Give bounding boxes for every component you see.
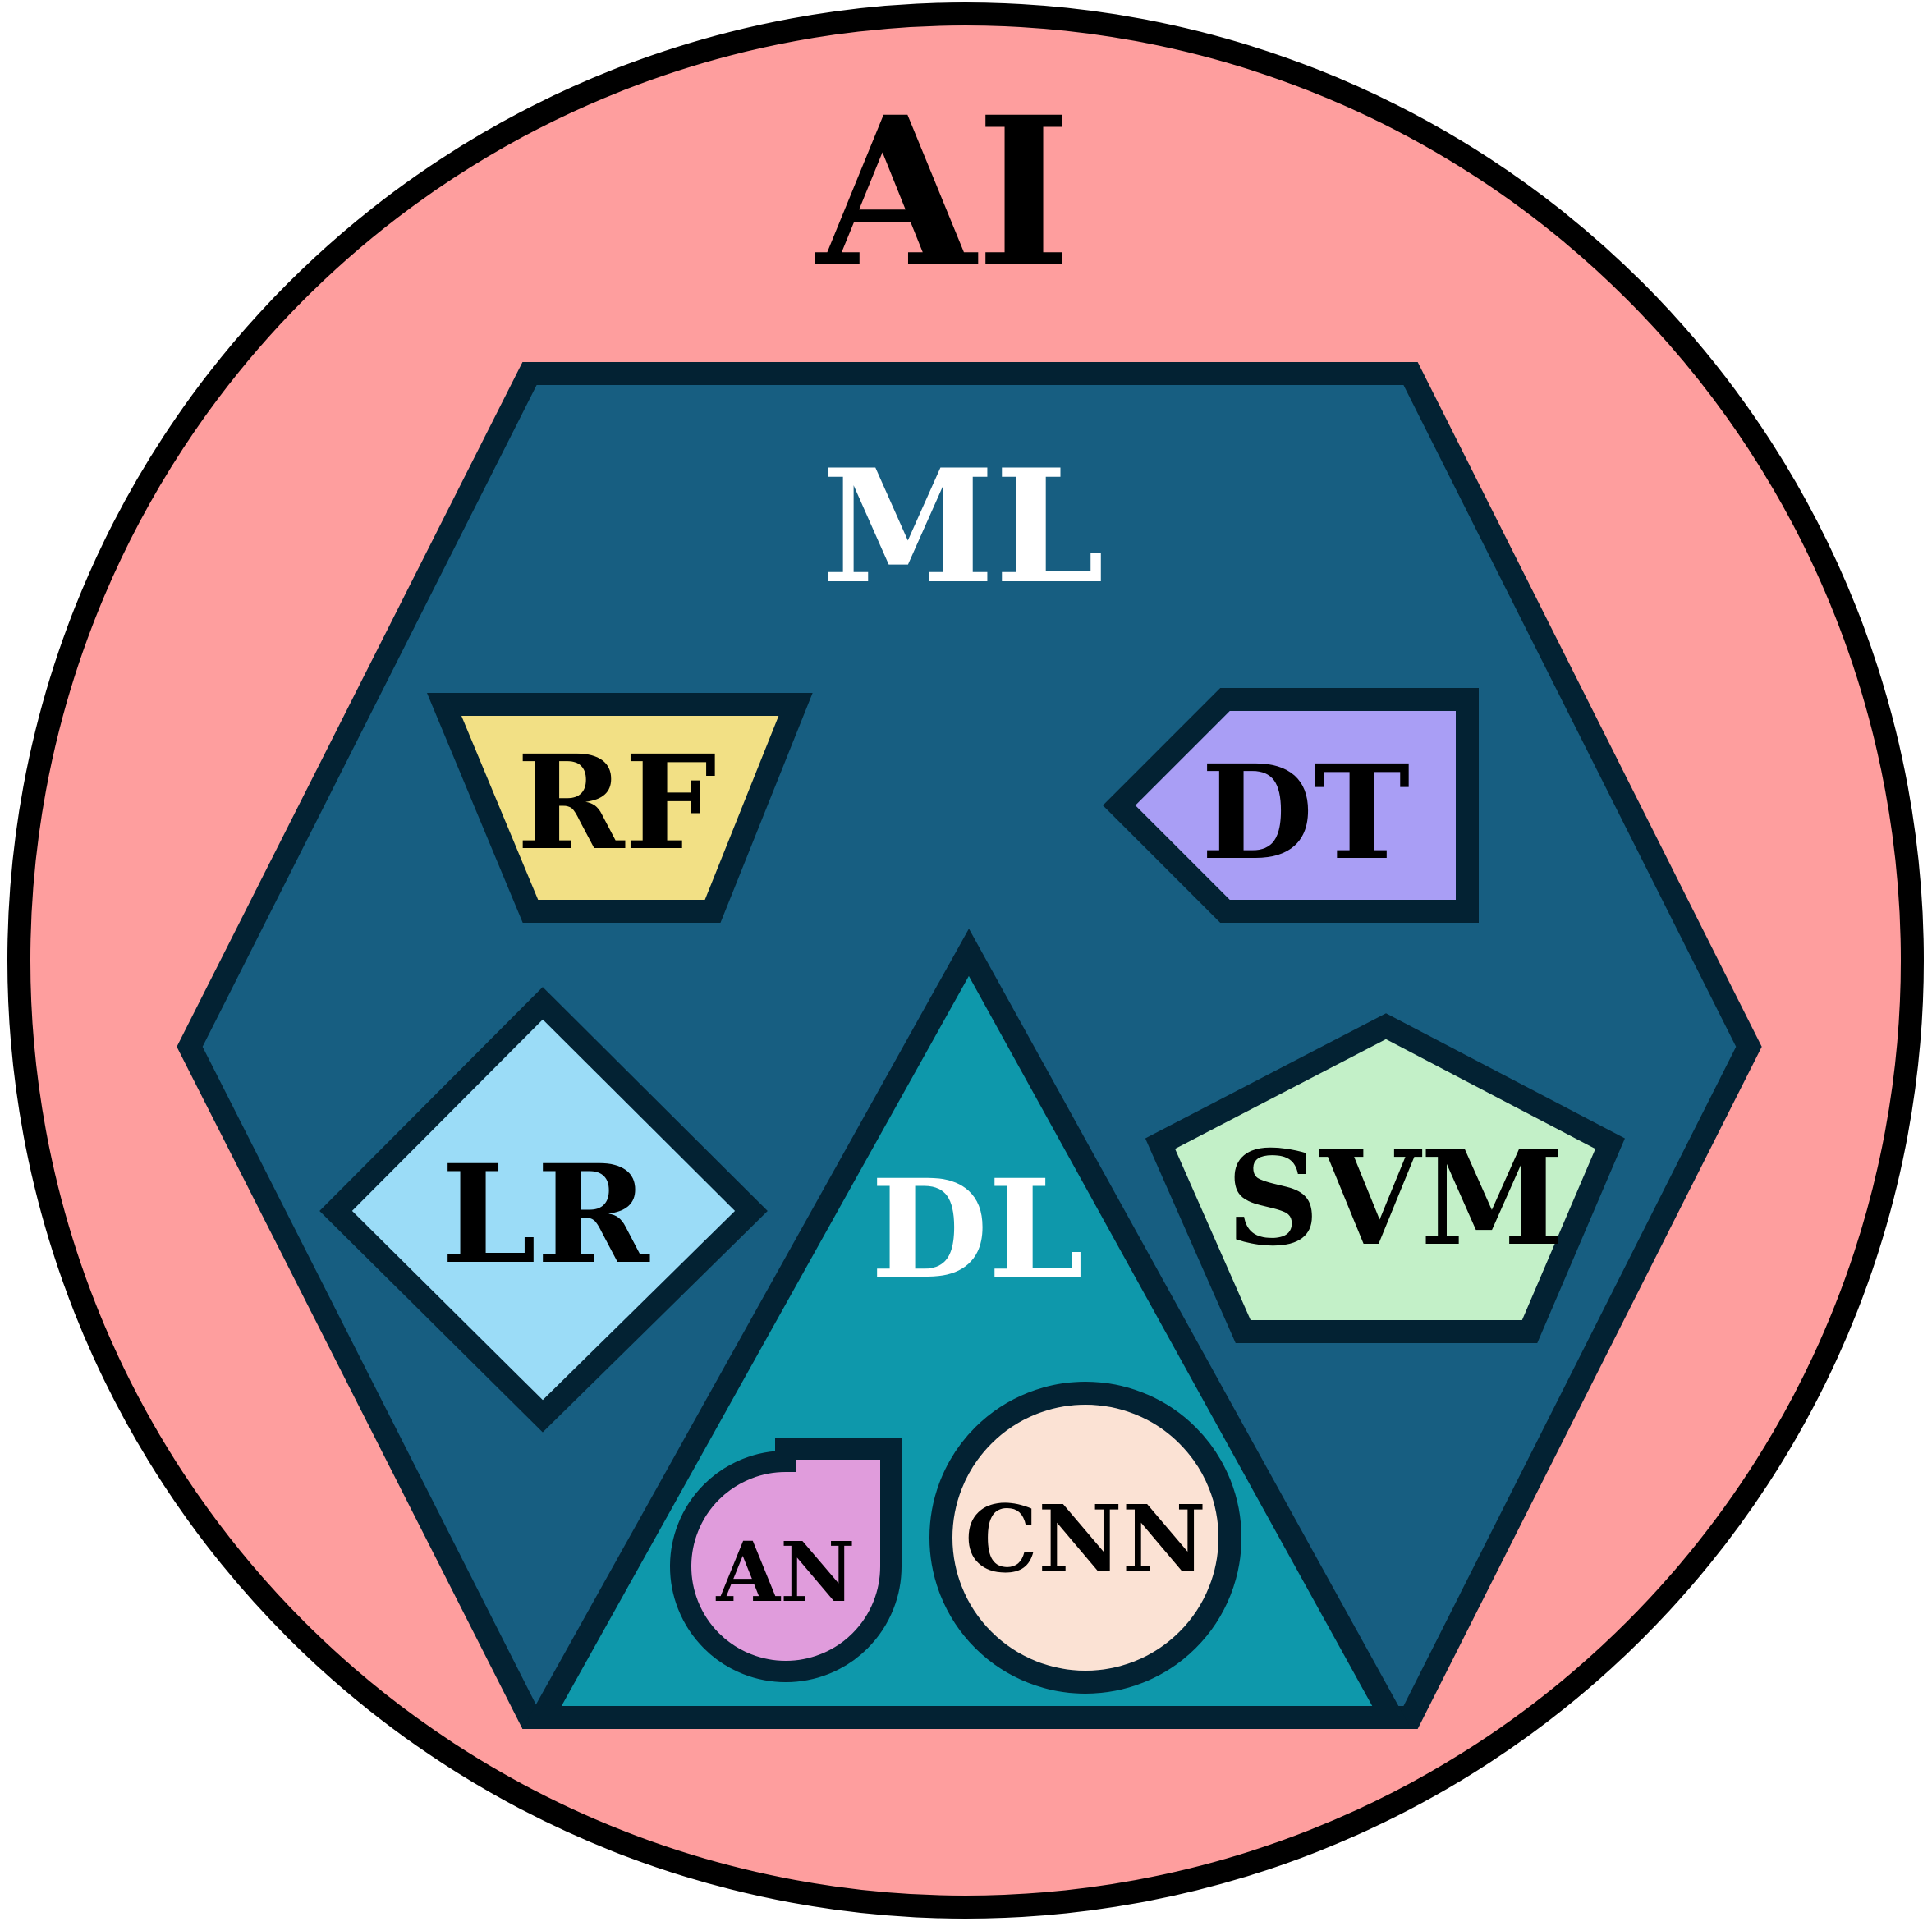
an-teardrop	[670, 1438, 902, 1682]
svm-pentagon	[1145, 1013, 1625, 1343]
ai-label: AI	[815, 71, 1072, 313]
dl-label: DL	[870, 1149, 1083, 1309]
lr-diamond	[319, 987, 768, 1433]
ml-label: ML	[822, 435, 1104, 618]
lr-label: LR	[441, 1135, 650, 1294]
cnn-label: CNN	[965, 1486, 1206, 1594]
rf-label: RF	[516, 727, 716, 879]
dt-tag	[1103, 688, 1479, 923]
cnn-circle	[929, 1382, 1241, 1694]
rf-trapezoid	[427, 693, 813, 923]
dt-label: DT	[1201, 737, 1411, 889]
an-label: AN	[716, 1524, 856, 1621]
svm-label: SVM	[1226, 1123, 1564, 1275]
